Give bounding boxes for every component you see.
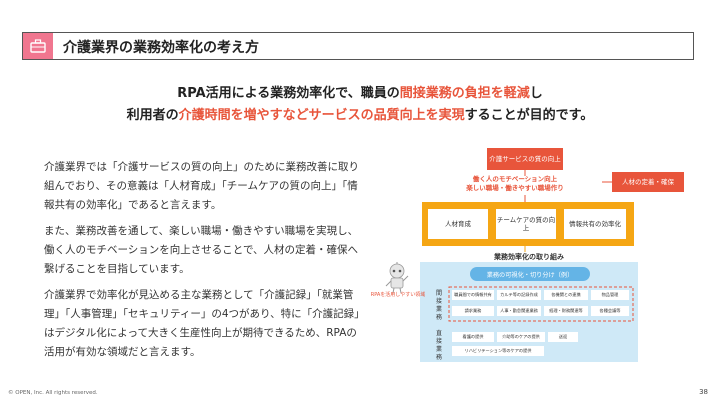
task-cell: 看護の提供 xyxy=(452,332,494,342)
robot-icon xyxy=(385,262,409,294)
task-cell: カルテ等の記録作成 xyxy=(497,290,541,300)
headline-line-2: 利用者の介護時間を増やすなどサービスの品質向上を実現することが目的です。 xyxy=(126,108,594,123)
task-cell: 介助等のケアの提供 xyxy=(497,332,545,342)
task-cell: 各種会議等 xyxy=(591,306,629,316)
headline-line-1: RPA活用による業務効率化で、職員の間接業務の負担を軽減し xyxy=(177,86,543,101)
keyword-label: 業務効率化の取り組み xyxy=(494,253,564,261)
direct-label: 直接業務 xyxy=(435,330,442,361)
page-title: 介護業界の業務効率化の考え方 xyxy=(63,40,259,56)
connector-lines xyxy=(524,170,612,252)
task-cell: 各機関との連携 xyxy=(544,290,588,300)
pillar-1: 人材育成 xyxy=(428,209,488,239)
task-cell: 請求業務 xyxy=(452,306,494,316)
briefcase-icon xyxy=(23,33,53,59)
body-paragraph-3: 介護業界で効率化が見込める主な業務として「介護記録」「就業管理」「人事管理」「セ… xyxy=(44,289,360,358)
care-quality-box: 介護サービスの質の向上 xyxy=(487,148,563,170)
retention-box: 人材の定着・確保 xyxy=(612,172,684,192)
task-cell: 送迎 xyxy=(548,332,578,342)
rpa-highlight xyxy=(448,286,634,322)
title-bar: 介護業界の業務効率化の考え方 xyxy=(22,32,694,60)
pillar-3: 情報共有の効率化 xyxy=(564,209,626,239)
task-cell: 物品管理 xyxy=(591,290,629,300)
copyright: © OPEN, Inc. All rights reserved. xyxy=(8,390,98,396)
body-paragraph-1: 介護業界では「介護サービスの質の向上」のために業務改善に取り組んでおり、その意義… xyxy=(44,161,359,211)
visualization-pill: 業務の可視化・切り分け（例） xyxy=(470,267,590,281)
task-cell: リハビリテーション等のケアの提供 xyxy=(452,346,544,356)
rpa-label: RPAを活用しやすい領域 xyxy=(370,292,426,298)
efficiency-diagram: 介護サービスの質の向上 人材の定着・確保 働く人のモチベーション向上 楽しい職場… xyxy=(371,140,700,380)
page-number: 38 xyxy=(699,388,708,396)
pillar-2: チームケアの質の向上 xyxy=(496,209,556,239)
body-paragraph-2: また、業務改善を通して、楽しい職場・働きやすい職場を実現し、働く人のモチベーショ… xyxy=(44,225,359,275)
task-cell: 経理・財務関連等 xyxy=(544,306,588,316)
task-cell: 人事・勤怠関連業務 xyxy=(497,306,541,316)
task-cell: 職員間での情報共有 xyxy=(452,290,494,300)
motivation-text: 働く人のモチベーション向上 楽しい職場・働きやすい職場作り xyxy=(466,175,564,192)
indirect-label: 間接業務 xyxy=(435,290,442,321)
